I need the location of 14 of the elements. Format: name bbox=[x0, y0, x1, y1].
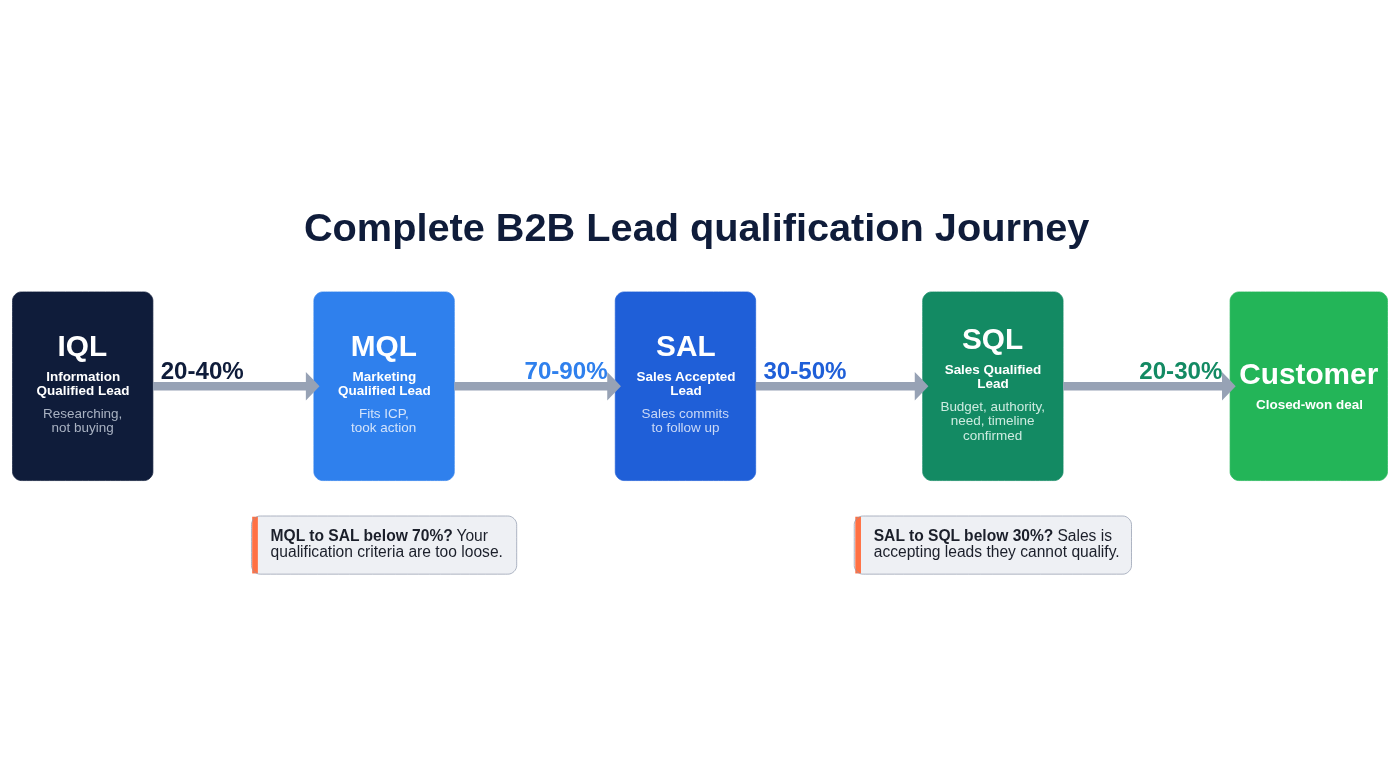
node-box: SAL Sales Accepted Lead Sales commits to follow up bbox=[614, 291, 757, 481]
arrow bbox=[454, 371, 621, 401]
node-box: Customer Closed-won deal bbox=[1229, 291, 1388, 481]
edge-label: 30-50% bbox=[763, 356, 847, 384]
edge-label: 20-40% bbox=[160, 356, 244, 384]
node-box: MQL Marketing Qualified Lead Fits ICP, took action bbox=[313, 291, 455, 481]
arrow bbox=[755, 371, 929, 401]
edge-label: 70-90% bbox=[524, 356, 608, 384]
edge-label: 20-30% bbox=[1139, 356, 1223, 384]
arrow bbox=[153, 371, 320, 401]
node-box: SQL Sales Qualified Lead Budget, authority, need, timeline confirmed bbox=[922, 291, 1064, 481]
node-box: IQL Information Qualified Lead Researching, not buying bbox=[12, 291, 154, 481]
diagram-title: Complete B2B Lead qualification Journey bbox=[303, 204, 1090, 249]
arrow bbox=[1063, 371, 1236, 401]
